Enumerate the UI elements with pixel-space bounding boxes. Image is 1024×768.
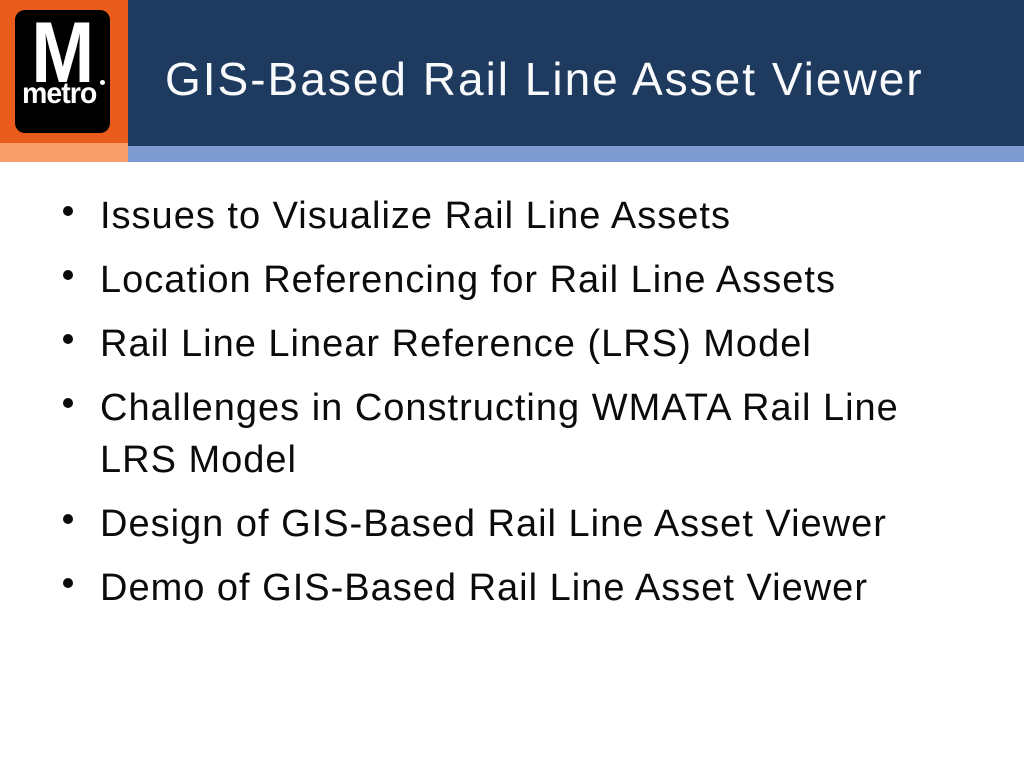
bullet-item: Location Referencing for Rail Line Asset… [63, 254, 945, 306]
bullet-text: Issues to Visualize Rail Line Assets [100, 195, 731, 237]
header-accent-strip [128, 146, 1024, 162]
bullet-dot [63, 334, 73, 344]
registered-trademark-icon [99, 80, 105, 86]
bullet-dot [63, 270, 73, 280]
bullet-text: Rail Line Linear Reference (LRS) Model [100, 323, 812, 365]
slide-title: GIS-Based Rail Line Asset Viewer [165, 53, 924, 105]
metro-m-icon: M [30, 5, 95, 101]
metro-logo: M metro [15, 10, 110, 133]
logo-accent-strip [0, 143, 128, 162]
bullet-text: Challenges in Constructing WMATA Rail Li… [100, 387, 899, 481]
bullet-list: Issues to Visualize Rail Line Assets Loc… [63, 190, 945, 626]
bullet-item: Demo of GIS-Based Rail Line Asset Viewer [63, 562, 945, 614]
bullet-dot [63, 514, 73, 524]
bullet-dot [63, 398, 73, 408]
header-bar: GIS-Based Rail Line Asset Viewer [128, 0, 1024, 146]
bullet-dot [63, 206, 73, 216]
metro-wordmark: metro [22, 77, 97, 111]
bullet-text: Design of GIS-Based Rail Line Asset View… [100, 503, 887, 545]
bullet-dot [63, 578, 73, 588]
bullet-item: Issues to Visualize Rail Line Assets [63, 190, 945, 242]
bullet-item: Rail Line Linear Reference (LRS) Model [63, 318, 945, 370]
bullet-item: Design of GIS-Based Rail Line Asset View… [63, 498, 945, 550]
bullet-text: Demo of GIS-Based Rail Line Asset Viewer [100, 567, 868, 609]
metro-wordmark-row: metro [20, 77, 105, 111]
bullet-text: Location Referencing for Rail Line Asset… [100, 259, 836, 301]
bullet-item: Challenges in Constructing WMATA Rail Li… [63, 382, 945, 486]
